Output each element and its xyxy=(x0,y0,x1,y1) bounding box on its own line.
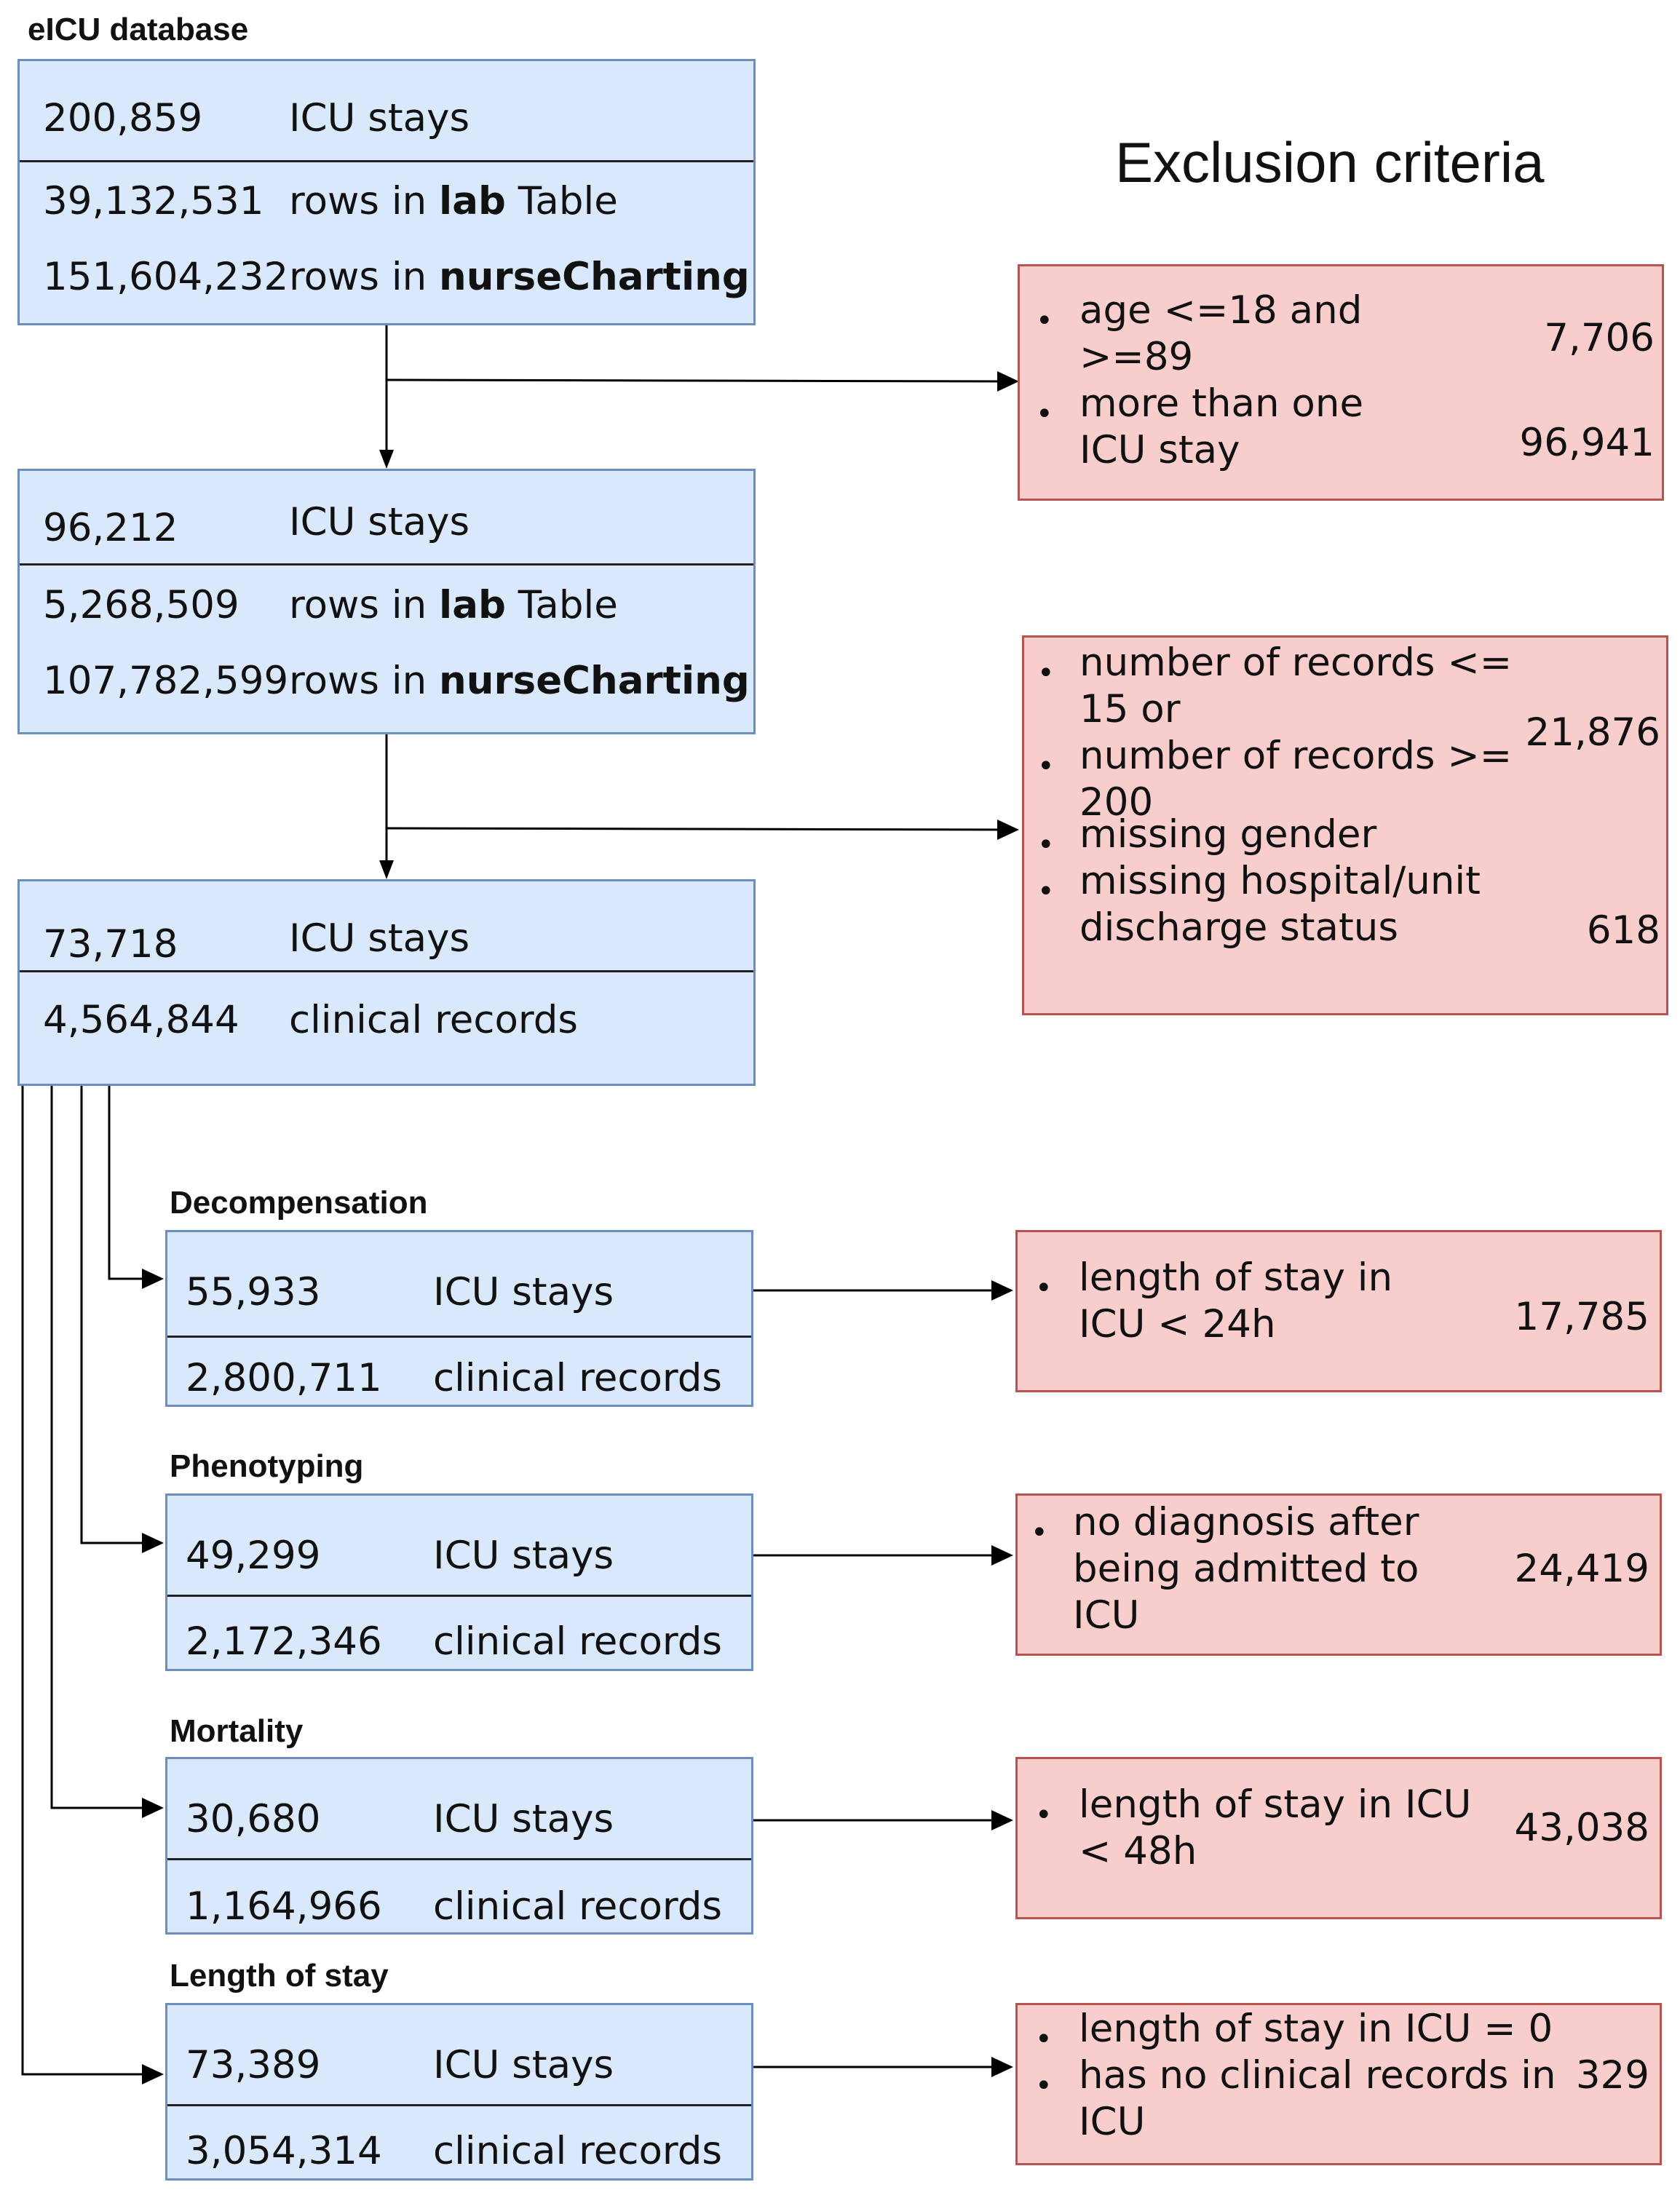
bullet: • xyxy=(1035,1798,1053,1832)
exclusion-line: being admitted to xyxy=(1073,1547,1419,1591)
task-label-decompensation: Decompensation xyxy=(170,1185,428,1221)
task-records-label: clinical records xyxy=(433,1619,723,1664)
task-label-phenotyping: Phenotyping xyxy=(170,1448,364,1484)
exclusion-count: 96,941 xyxy=(1519,421,1655,465)
nurse-rows-count: 151,604,232 xyxy=(43,255,289,299)
exclusion-line: ICU stay xyxy=(1079,428,1240,472)
exclusion-line: has no clinical records in xyxy=(1079,2053,1556,2098)
exclusion-line: missing gender xyxy=(1079,812,1377,857)
exclusion-count: 329 xyxy=(1575,2053,1649,2098)
exclusion-count: 21,876 xyxy=(1525,710,1660,755)
clinical-records-label: clinical records xyxy=(289,998,579,1042)
task-box-phenotyping: 49,299 ICU stays 2,172,346 clinical reco… xyxy=(165,1493,753,1671)
task-records-count: 1,164,966 xyxy=(186,1884,382,1929)
lab-rows-count: 39,132,531 xyxy=(43,179,264,223)
task-stays-count: 49,299 xyxy=(186,1534,321,1578)
task-records-count: 2,800,711 xyxy=(186,1356,382,1400)
exclusion-line: ICU xyxy=(1079,2100,1146,2144)
exclusion-count: 7,706 xyxy=(1544,316,1655,360)
bullet: • xyxy=(1037,828,1055,862)
bullet: • xyxy=(1035,2023,1053,2056)
exclusion-box-phenotyping: • no diagnosis after being admitted to I… xyxy=(1015,1493,1662,1656)
separator xyxy=(167,1595,751,1597)
separator xyxy=(167,2104,751,2106)
separator xyxy=(167,1858,751,1860)
exclusion-line: ICU xyxy=(1073,1593,1140,1638)
lab-rows-label: rows in lab Table xyxy=(289,179,618,223)
task-box-length-of-stay: 73,389 ICU stays 3,054,314 clinical reco… xyxy=(165,2003,753,2181)
separator xyxy=(20,970,753,972)
task-stays-label: ICU stays xyxy=(433,2043,614,2087)
task-stays-count: 55,933 xyxy=(186,1270,321,1314)
bullet: • xyxy=(1031,1516,1048,1550)
task-records-label: clinical records xyxy=(433,1884,723,1929)
separator xyxy=(20,160,753,162)
lab-rows-count: 5,268,509 xyxy=(43,583,239,627)
task-stays-label: ICU stays xyxy=(433,1797,614,1841)
lab-rows-label: rows in lab Table xyxy=(289,583,618,627)
task-records-label: clinical records xyxy=(433,2129,723,2173)
stage-stays-count: 96,212 xyxy=(43,506,178,550)
exclusion-line: number of records >= xyxy=(1079,734,1513,778)
exclusion-line: 200 xyxy=(1079,780,1154,825)
exclusion-count: 17,785 xyxy=(1514,1295,1649,1339)
task-box-mortality: 30,680 ICU stays 1,164,966 clinical reco… xyxy=(165,1757,753,1935)
task-stays-label: ICU stays xyxy=(433,1270,614,1314)
exclusion-box-records-gender: • number of records <= 15 or • number of… xyxy=(1022,635,1668,1015)
exclusion-count: 618 xyxy=(1586,908,1660,953)
task-stays-count: 73,389 xyxy=(186,2043,321,2087)
exclusion-box-decompensation: • length of stay in ICU < 24h 17,785 xyxy=(1015,1230,1662,1392)
separator xyxy=(167,1336,751,1338)
exclusion-box-age-stays: • age <=18 and >=89 7,706 • more than on… xyxy=(1018,264,1664,501)
bullet: • xyxy=(1037,875,1055,908)
task-box-decompensation: 55,933 ICU stays 2,800,711 clinical reco… xyxy=(165,1230,753,1407)
bullet: • xyxy=(1035,2069,1053,2103)
task-stays-label: ICU stays xyxy=(433,1534,614,1578)
stage-box-filtered: 96,212 ICU stays 5,268,509 rows in lab T… xyxy=(17,469,756,734)
task-stays-count: 30,680 xyxy=(186,1797,321,1841)
exclusion-count: 43,038 xyxy=(1514,1806,1649,1850)
exclusion-line: missing hospital/unit xyxy=(1079,859,1481,903)
task-records-label: clinical records xyxy=(433,1356,723,1400)
exclusion-line: number of records <= xyxy=(1079,640,1513,685)
separator xyxy=(20,563,753,566)
exclusion-line: length of stay in xyxy=(1079,1255,1393,1300)
database-label: eICU database xyxy=(28,12,249,47)
bullet: • xyxy=(1036,397,1053,431)
clinical-records-count: 4,564,844 xyxy=(43,998,239,1042)
exclusion-line: more than one xyxy=(1079,381,1364,426)
exclusion-box-length-of-stay: • length of stay in ICU = 0 • has no cli… xyxy=(1015,2003,1662,2165)
bullet: • xyxy=(1037,656,1055,690)
nurse-rows-label: rows in nurseCharting xyxy=(289,659,750,703)
exclusion-line: age <=18 and xyxy=(1079,288,1363,333)
exclusion-line: < 48h xyxy=(1079,1829,1197,1873)
stage-stays-count: 73,718 xyxy=(43,922,178,967)
stage-stays-count: 200,859 xyxy=(43,96,203,140)
stage-stays-label: ICU stays xyxy=(289,500,470,544)
stage-stays-label: ICU stays xyxy=(289,96,470,140)
exclusion-line: ICU < 24h xyxy=(1079,1302,1276,1346)
task-records-count: 3,054,314 xyxy=(186,2129,382,2173)
bullet: • xyxy=(1035,1271,1053,1305)
exclusion-line: length of stay in ICU = 0 xyxy=(1079,2007,1553,2051)
exclusion-count: 24,419 xyxy=(1514,1547,1649,1591)
bullet: • xyxy=(1036,304,1053,338)
stage-stays-label: ICU stays xyxy=(289,916,470,961)
exclusion-criteria-title: Exclusion criteria xyxy=(1115,130,1545,194)
task-records-count: 2,172,346 xyxy=(186,1619,382,1664)
exclusion-box-mortality: • length of stay in ICU < 48h 43,038 xyxy=(1015,1757,1662,1919)
task-label-length-of-stay: Length of stay xyxy=(170,1958,389,1993)
stage-box-initial: 200,859 ICU stays 39,132,531 rows in lab… xyxy=(17,59,756,325)
stage-box-cohort: 73,718 ICU stays 4,564,844 clinical reco… xyxy=(17,879,756,1086)
exclusion-line: 15 or xyxy=(1079,687,1181,731)
task-label-mortality: Mortality xyxy=(170,1713,304,1749)
exclusion-line: length of stay in ICU xyxy=(1079,1782,1472,1827)
exclusion-line: no diagnosis after xyxy=(1073,1500,1419,1544)
bullet: • xyxy=(1037,750,1055,783)
nurse-rows-count: 107,782,599 xyxy=(43,659,289,703)
nurse-rows-label: rows in nurseCharting xyxy=(289,255,750,299)
exclusion-line: >=89 xyxy=(1079,335,1194,379)
exclusion-line: discharge status xyxy=(1079,905,1399,950)
